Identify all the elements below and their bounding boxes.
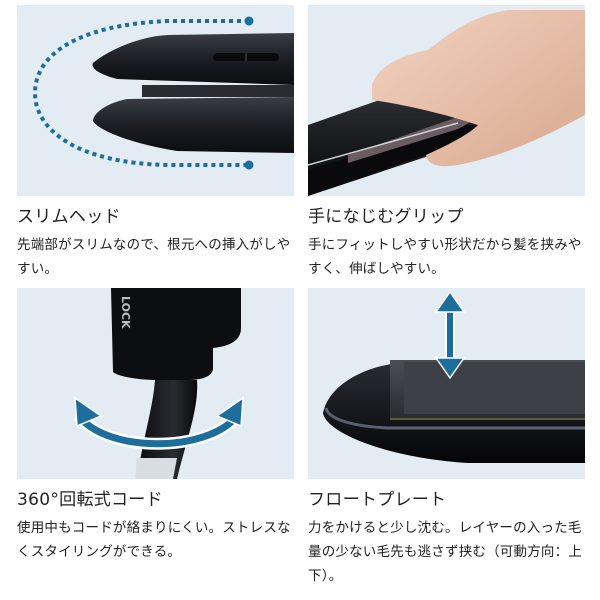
feature-grip: 手になじむグリップ 手にフィットしやすい形状だから髪を挟みやすく、伸ばしやすい。 [308, 5, 585, 281]
rotate-arrow-icon [76, 413, 240, 448]
feature-title: スリムヘッド [17, 207, 121, 227]
rotating-cord-photo: LOCK [74, 288, 244, 479]
feature-description: 先端部がスリムなので、根元への挿入がしやすい。 [17, 237, 291, 277]
float-plate-photo [323, 290, 585, 463]
feature-slim-head: スリムヘッド 先端部がスリムなので、根元への挿入がしやすい。 [17, 5, 294, 281]
feature-rotating-cord: LOCK 360°回転式コード 使用中もコードが絡まりにくい。ストレスなくスタイ… [17, 288, 294, 564]
feature-title: フロートプレート [308, 490, 447, 510]
feature-title: 手になじむグリップ [308, 207, 464, 227]
feature-description: 手にフィットしやすい形状だから髪を挟みやすく、伸ばしやすい。 [308, 237, 582, 277]
rotating-cord-image: LOCK [17, 288, 294, 479]
slim-head-illustration [32, 16, 294, 170]
feature-description: 力をかけると少し沈む。レイヤーの入った毛量の少ない毛先も逃さず挟む（可動方向：上… [308, 520, 582, 584]
feature-description: 使用中もコードが絡まりにくい。ストレスなくスタイリングができる。 [17, 520, 291, 560]
feature-float-plate: フロートプレート 力をかけると少し沈む。レイヤーの入った毛量の少ない毛先も逃さず… [308, 288, 585, 588]
feature-title: 360°回転式コード [17, 490, 163, 510]
lock-label: LOCK [119, 296, 132, 329]
slim-head-image [17, 5, 294, 196]
float-plate-image [308, 288, 585, 479]
hand-grip-photo [308, 10, 585, 196]
grip-image [308, 5, 585, 196]
